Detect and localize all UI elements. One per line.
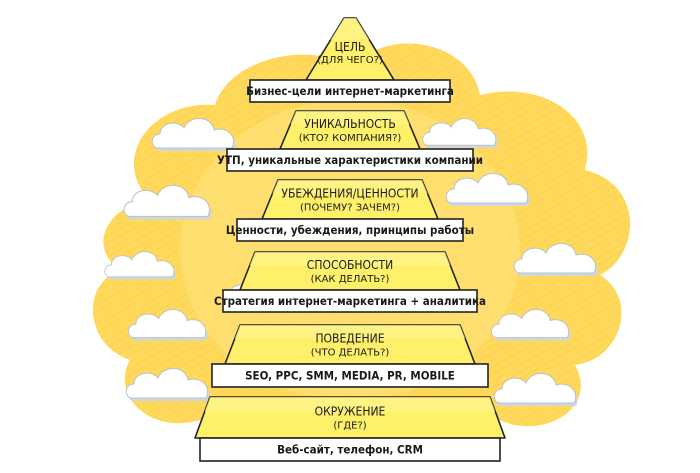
white-cloud xyxy=(493,373,578,406)
tier-title: УНИКАЛЬНОСТЬ xyxy=(304,117,396,131)
tier-label-box xyxy=(222,289,478,313)
tier-subtitle: (ГДЕ?) xyxy=(333,421,366,432)
white-cloud xyxy=(104,251,176,280)
pyramid-tier: СПОСОБНОСТИ (КАК ДЕЛАТЬ?) Стратегия интерн… xyxy=(214,251,486,313)
pyramid-tier: ПОВЕДЕНИЕ (ЧТО ДЕЛАТЬ?) SEO, PPC, SMM, MED… xyxy=(211,324,489,388)
tier-label: Бизнес-цели интернет-маркетинга xyxy=(246,84,454,98)
white-cloud xyxy=(513,243,598,276)
pyramid-tier: УНИКАЛЬНОСТЬ (КТО? КОМПАНИЯ?) УТП, уникаль… xyxy=(217,110,483,172)
tier-label-box xyxy=(199,437,501,462)
pyramid-tier: ЦЕЛЬ(ДЛЯ ЧЕГО?) Бизнес-цели интернет-марк… xyxy=(246,17,454,103)
tier-label: SEO, PPC, SMM, MEDIA, PR, MOBILE xyxy=(245,369,455,383)
tier-label: Веб-сайт, телефон, CRM xyxy=(277,443,423,457)
tier-title: ОКРУЖЕНИЕ xyxy=(315,405,386,419)
pyramid-tier: УБЕЖДЕНИЯ/ЦЕННОСТИ (ПОЧЕМУ? ЗАЧЕМ?) Ценнос… xyxy=(226,179,474,242)
tier-title: ЦЕЛЬ xyxy=(335,40,366,54)
white-cloud xyxy=(125,368,210,401)
pyramid-tier: ОКРУЖЕНИЕ (ГДЕ?) Веб-сайт, телефон, CRM xyxy=(194,396,506,462)
tier-label-box xyxy=(236,218,464,242)
tier-subtitle: (КТО? КОМПАНИЯ?) xyxy=(299,133,402,144)
tier-title: УБЕЖДЕНИЯ/ЦЕННОСТИ xyxy=(281,187,418,201)
tier-label: Стратегия интернет-маркетинга + аналитик… xyxy=(214,294,486,308)
tier-subtitle: (ПОЧЕМУ? ЗАЧЕМ?) xyxy=(300,203,400,214)
white-cloud xyxy=(123,184,212,220)
white-cloud xyxy=(445,173,530,206)
white-cloud xyxy=(127,309,208,341)
tier-subtitle: (КАК ДЕЛАТЬ?) xyxy=(311,274,390,285)
tier-title: ПОВЕДЕНИЕ xyxy=(315,332,384,346)
tier-label: УТП, уникальные характеристики компании xyxy=(217,153,483,167)
tier-label-box xyxy=(211,363,489,388)
tier-subtitle: (ЧТО ДЕЛАТЬ?) xyxy=(311,348,390,359)
white-cloud xyxy=(490,309,571,341)
tier-subtitle: (ДЛЯ ЧЕГО?) xyxy=(317,55,383,66)
tier-label-box xyxy=(249,79,451,103)
white-cloud xyxy=(151,118,236,151)
tier-title: СПОСОБНОСТИ xyxy=(307,258,393,272)
white-cloud xyxy=(422,118,498,148)
tier-label: Ценности, убеждения, принципы работы xyxy=(226,223,474,237)
tier-label-box xyxy=(226,148,474,172)
